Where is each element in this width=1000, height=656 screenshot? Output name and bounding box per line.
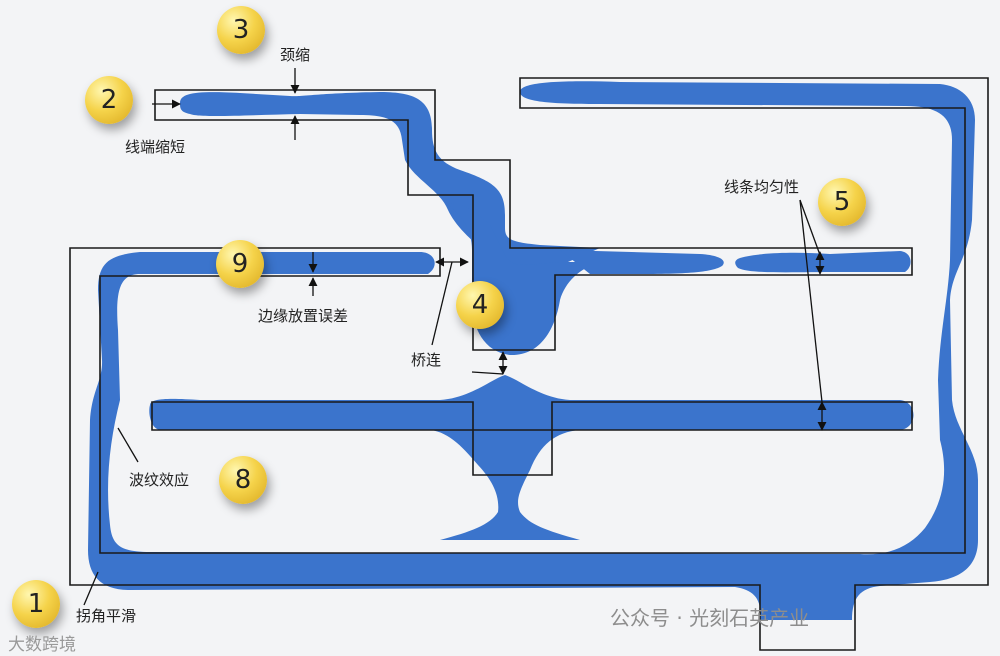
- stem-blob: [448, 203, 600, 356]
- label-line-uniformity: 线条均匀性: [724, 178, 800, 196]
- bridging-leader: [431, 261, 453, 346]
- mask-left-frame: [69, 77, 989, 651]
- corner-leader: [83, 571, 99, 606]
- label-line-end-shortening: 线端缩短: [125, 138, 186, 156]
- badge-1: 1: [12, 580, 60, 628]
- badge-2: 2: [85, 76, 133, 124]
- wechat-watermark: 公众号 · 光刻石英产业: [610, 606, 810, 630]
- label-edge-placement-error: 边缘放置误差: [258, 307, 349, 325]
- label-corner-smoothing: 拐角平滑: [76, 607, 137, 625]
- uniformity-leader-a: [799, 199, 821, 256]
- top-left-line: [180, 92, 600, 268]
- label-necking: 颈缩: [280, 46, 311, 64]
- mid-right-line-b: [735, 251, 911, 273]
- badge-9: 9: [216, 240, 264, 288]
- mask-outlines: [69, 77, 989, 651]
- top-right-frame: [88, 81, 978, 621]
- lower-long-line: [149, 375, 914, 540]
- label-ripple-effect: 波纹效应: [129, 471, 190, 489]
- mid-right-line-a: [560, 250, 724, 274]
- mask-lower-line: [151, 401, 913, 476]
- brand-watermark: 大数跨境: [8, 635, 76, 655]
- mask-top-left: [154, 89, 913, 351]
- badge-3: 3: [217, 6, 265, 54]
- bridge-leader: [471, 371, 504, 375]
- ripple-leader: [117, 427, 139, 463]
- badge-8: 8: [219, 456, 267, 504]
- badge-4: 4: [456, 281, 504, 329]
- badge-5: 5: [818, 178, 866, 226]
- label-bridging: 桥连: [411, 351, 442, 369]
- uniformity-leader-b: [799, 199, 823, 403]
- annotation-arrows: [83, 68, 827, 606]
